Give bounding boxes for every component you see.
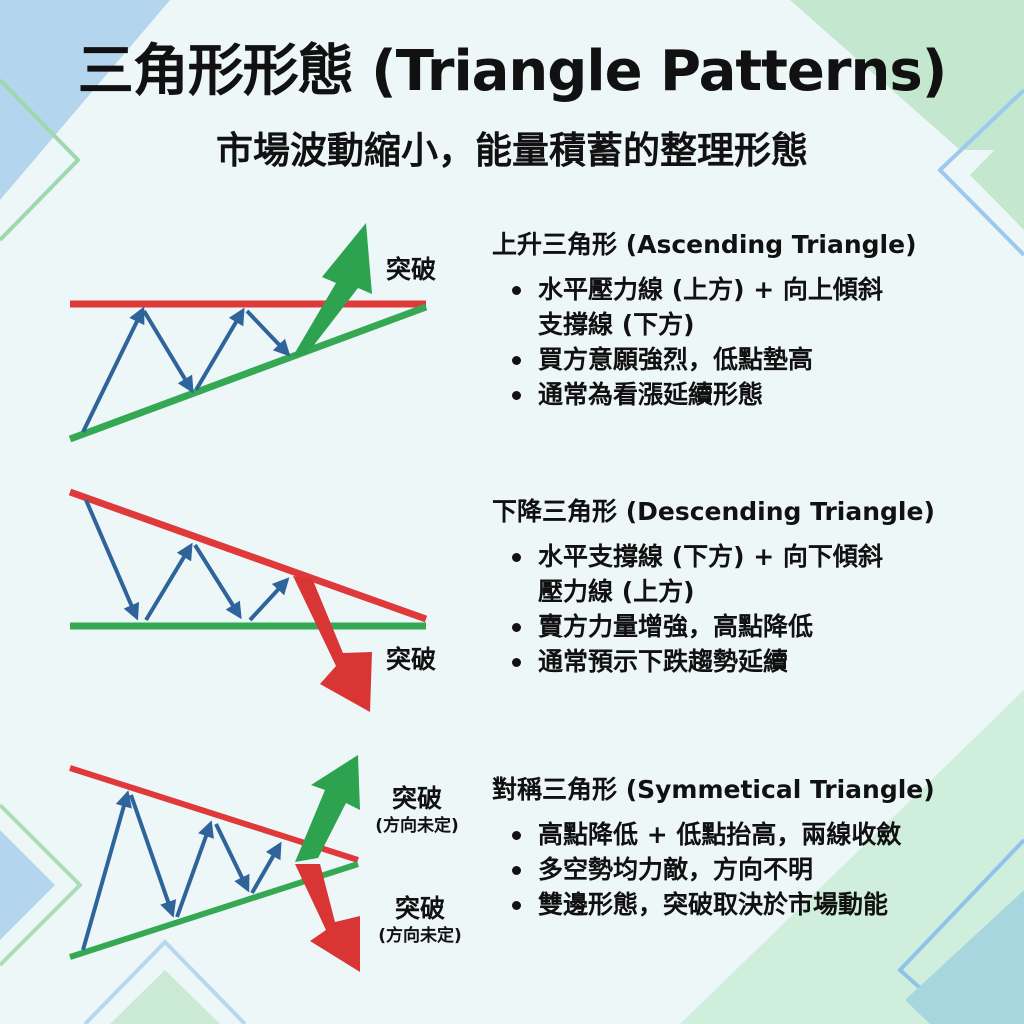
bullet-item: 水平支撐線 (下方) + 向下傾斜 壓力線 (上方) (510, 539, 935, 609)
bullet-item: 賣方力量增強，高點降低 (510, 609, 935, 644)
breakout-down-arrow (293, 576, 372, 712)
deco-blue-triangle-top-left (0, 0, 170, 200)
descending-breakout-label: 突破 (386, 645, 437, 674)
page-title: 三角形形態 (Triangle Patterns) (77, 39, 948, 104)
bullet-item: 買方意願強烈，低點墊高 (510, 342, 917, 377)
page-subtitle: 市場波動縮小，能量積蓄的整理形態 (216, 129, 808, 172)
deco-blue-chevron-right (937, 88, 1024, 257)
panel-heading: 下降三角形 (Descending Triangle) (492, 497, 935, 526)
bullet-item: 高點降低 + 低點抬高，兩線收斂 (510, 817, 935, 852)
bullet-item: 通常預示下跌趨勢延續 (510, 644, 935, 679)
deco-green-triangle-bottom (110, 970, 220, 1024)
descending-triangle-panel: 下降三角形 (Descending Triangle) 水平支撐線 (下方) +… (492, 497, 935, 679)
symmetrical-breakout-up-label: 突破 (方向未定) (375, 784, 459, 836)
panel-heading: 對稱三角形 (Symmetical Triangle) (492, 775, 935, 804)
symmetrical-breakout-down-label: 突破 (方向未定) (378, 894, 462, 946)
support-line (68, 303, 428, 443)
ascending-triangle-diagram (68, 223, 428, 443)
bullet-item: 水平壓力線 (上方) + 向上傾斜 支撐線 (下方) (510, 272, 917, 342)
deco-green-chevron-left (0, 78, 81, 242)
panel-heading: 上升三角形 (Ascending Triangle) (492, 230, 917, 259)
deco-teal-diamond-bottom-right (905, 890, 1024, 1024)
symmetrical-triangle-panel: 對稱三角形 (Symmetical Triangle) 高點降低 + 低點抬高，… (492, 775, 935, 922)
ascending-breakout-label: 突破 (386, 255, 437, 284)
resistance-line (68, 488, 428, 623)
deco-green-chevron-left-bottom (0, 803, 83, 967)
breakout-up-arrow (293, 223, 372, 356)
deco-green-triangle-top-right (790, 0, 1024, 150)
bullet-item: 多空勢均力敵，方向不明 (510, 852, 935, 887)
bullet-item: 通常為看漲延續形態 (510, 377, 917, 412)
bullet-list: 水平支撐線 (下方) + 向下傾斜 壓力線 (上方) 賣方力量增強，高點降低 通… (492, 539, 935, 679)
price-zigzag-arrows (81, 790, 282, 951)
bullet-list: 高點降低 + 低點抬高，兩線收斂 多空勢均力敵，方向不明 雙邊形態，突破取決於市… (492, 817, 935, 922)
symmetrical-triangle-diagram (69, 755, 360, 972)
bullet-item: 雙邊形態，突破取決於市場動能 (510, 887, 935, 922)
deco-blue-triangle-left-bottom (0, 830, 55, 940)
price-zigzag-arrows (81, 306, 291, 433)
deco-green-band-bottom-right (680, 690, 1024, 1024)
breakout-up-arrow (295, 755, 360, 862)
deco-blue-chevron-bottom (83, 939, 247, 1024)
ascending-triangle-panel: 上升三角形 (Ascending Triangle) 水平壓力線 (上方) + … (492, 230, 917, 412)
bullet-list: 水平壓力線 (上方) + 向上傾斜 支撐線 (下方) 買方意願強烈，低點墊高 通… (492, 272, 917, 412)
descending-triangle-diagram (68, 488, 428, 712)
breakout-down-arrow (295, 864, 360, 972)
deco-green-diamond-right (970, 120, 1024, 230)
price-zigzag-arrows (84, 499, 290, 622)
